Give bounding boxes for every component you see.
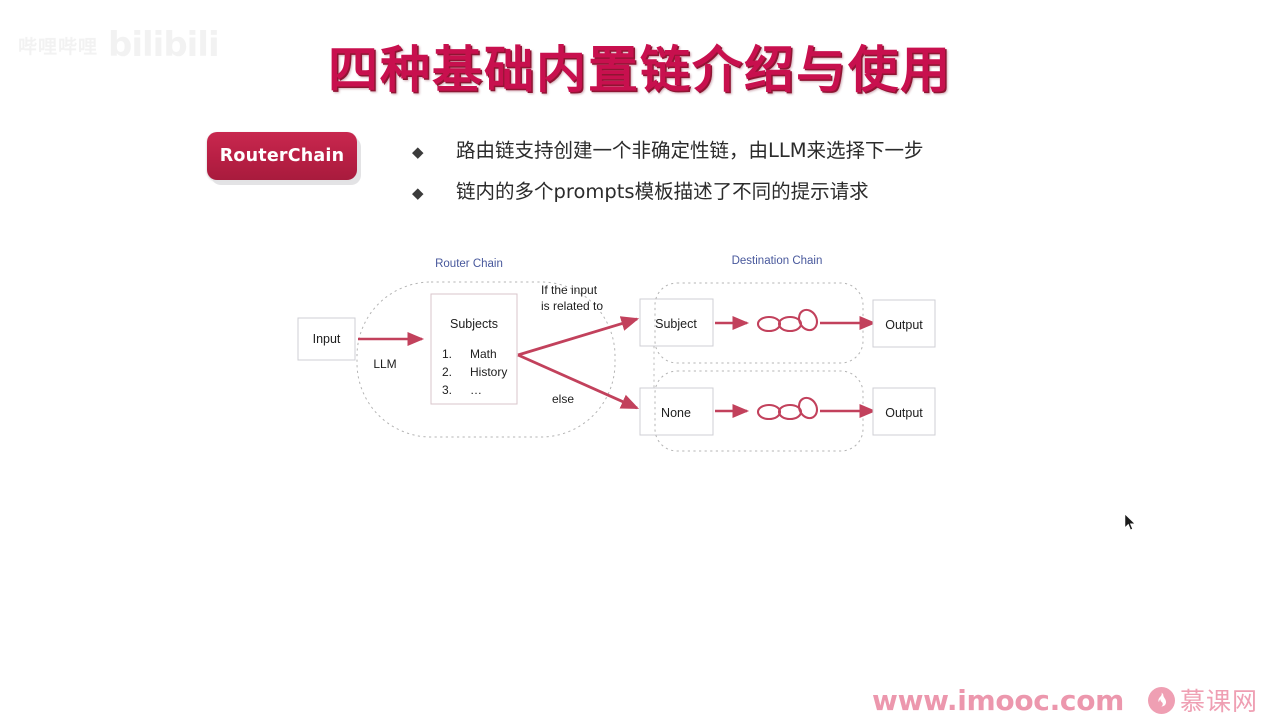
router-chain-heading: Router Chain — [435, 258, 503, 270]
subjects-item-num: 3. — [442, 383, 452, 397]
output-box-top — [872, 299, 936, 348]
imooc-logo: 慕课网 — [1148, 682, 1258, 718]
condition-label-line2: is related to — [541, 299, 603, 313]
subjects-item-num: 1. — [442, 347, 452, 361]
subjects-item-name: History — [470, 365, 507, 379]
llm-label: LLM — [373, 357, 396, 371]
arrow-branch-to-subject — [517, 316, 640, 357]
output-box-top-label: Output — [885, 318, 923, 332]
bullet-item: ◆ 链内的多个prompts模板描述了不同的提示请求 — [412, 180, 1032, 204]
imooc-brand-name: 慕课网 — [1180, 687, 1259, 716]
else-label: else — [552, 392, 574, 406]
diamond-bullet-icon: ◆ — [412, 185, 424, 203]
router-chain-boundary — [356, 281, 616, 438]
subjects-item-num: 2. — [442, 365, 452, 379]
output-box-bottom — [872, 387, 936, 436]
chain-link-icon — [756, 396, 819, 421]
subjects-title: Subjects — [450, 317, 498, 331]
router-chain-diagram: Router Chain Destination Chain Input LLM… — [285, 243, 975, 465]
bullet-item: ◆ 路由链支持创建一个非确定性链，由LLM来选择下一步 — [412, 139, 1032, 162]
router-chain-badge: RouterChain — [207, 132, 357, 180]
subjects-item-name: Math — [470, 347, 497, 361]
mouse-cursor — [1124, 512, 1137, 532]
footer-branding: www.imooc.com 慕课网 — [872, 682, 1258, 718]
none-box-label: None — [661, 406, 691, 420]
arrow-branch-to-none — [517, 353, 640, 410]
router-chain-badge-label: RouterChain — [219, 146, 345, 166]
condition-label-line1: If the input — [541, 283, 598, 297]
subjects-box — [430, 293, 518, 405]
output-box-bottom-label: Output — [885, 406, 923, 420]
subject-box-label: Subject — [655, 317, 697, 331]
imooc-url: www.imooc.com — [872, 683, 1125, 717]
flame-icon — [1148, 686, 1176, 714]
none-box — [639, 387, 714, 436]
bullet-list: ◆ 路由链支持创建一个非确定性链，由LLM来选择下一步 ◆ 链内的多个promp… — [412, 139, 1032, 223]
subject-box — [639, 298, 714, 347]
input-box — [297, 317, 356, 361]
diamond-bullet-icon: ◆ — [412, 144, 424, 161]
bullet-text: 路由链支持创建一个非确定性链，由LLM来选择下一步 — [456, 139, 924, 162]
destination-chain-heading: Destination Chain — [732, 255, 823, 267]
input-box-label: Input — [313, 332, 341, 346]
subjects-item-name: … — [470, 383, 482, 397]
page-title: 四种基础内置链介绍与使用 — [328, 41, 952, 99]
chain-link-icon — [756, 308, 819, 333]
bullet-text: 链内的多个prompts模板描述了不同的提示请求 — [456, 180, 869, 204]
